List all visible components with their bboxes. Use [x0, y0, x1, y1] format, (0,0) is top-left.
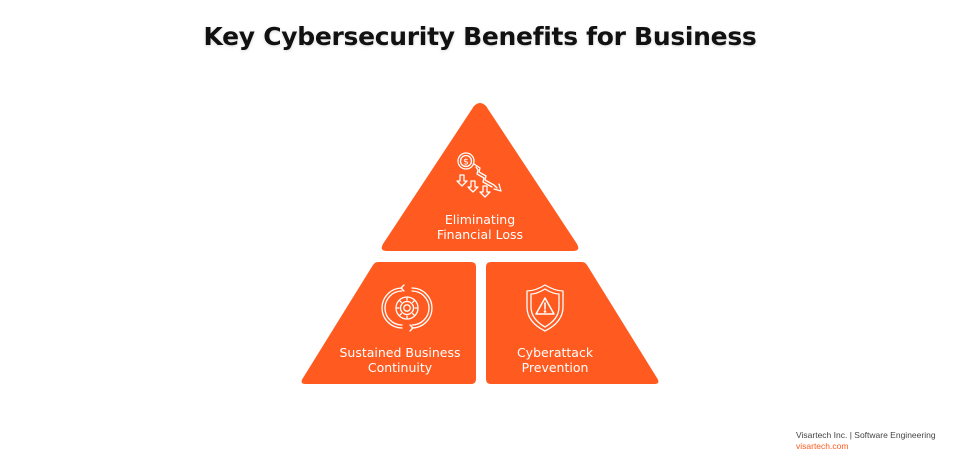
segment-bottom-right-shape: [486, 262, 659, 384]
segment-top-label: Eliminating Financial Loss: [400, 212, 560, 242]
footer: Visartech Inc. | Software Engineering vi…: [796, 430, 936, 452]
segment-bottom-right-label: Cyberattack Prevention: [475, 345, 635, 375]
segment-bottom-left-label: Sustained Business Continuity: [320, 345, 480, 375]
footer-company: Visartech Inc. | Software Engineering: [796, 430, 936, 440]
segment-top-shape: [381, 103, 579, 251]
segment-bottom-right-label-line1: Cyberattack: [516, 345, 594, 360]
dollar-falling-arrows-icon: $: [456, 152, 502, 198]
page-title: Key Cybersecurity Benefits for Business: [203, 22, 757, 51]
segment-bottom-left-label-line1: Sustained Business: [339, 345, 461, 360]
gear-cycle-icon: [381, 284, 433, 332]
footer-url-link[interactable]: visartech.com: [796, 441, 849, 451]
svg-text:$: $: [463, 158, 469, 168]
segment-bottom-right-label-line2: Prevention: [521, 360, 589, 375]
shield-warning-icon: [526, 284, 564, 332]
segment-top-label-line1: Eliminating: [444, 212, 516, 227]
segment-bottom-left-label-line2: Continuity: [367, 360, 433, 375]
segment-top-label-line2: Financial Loss: [436, 227, 524, 242]
